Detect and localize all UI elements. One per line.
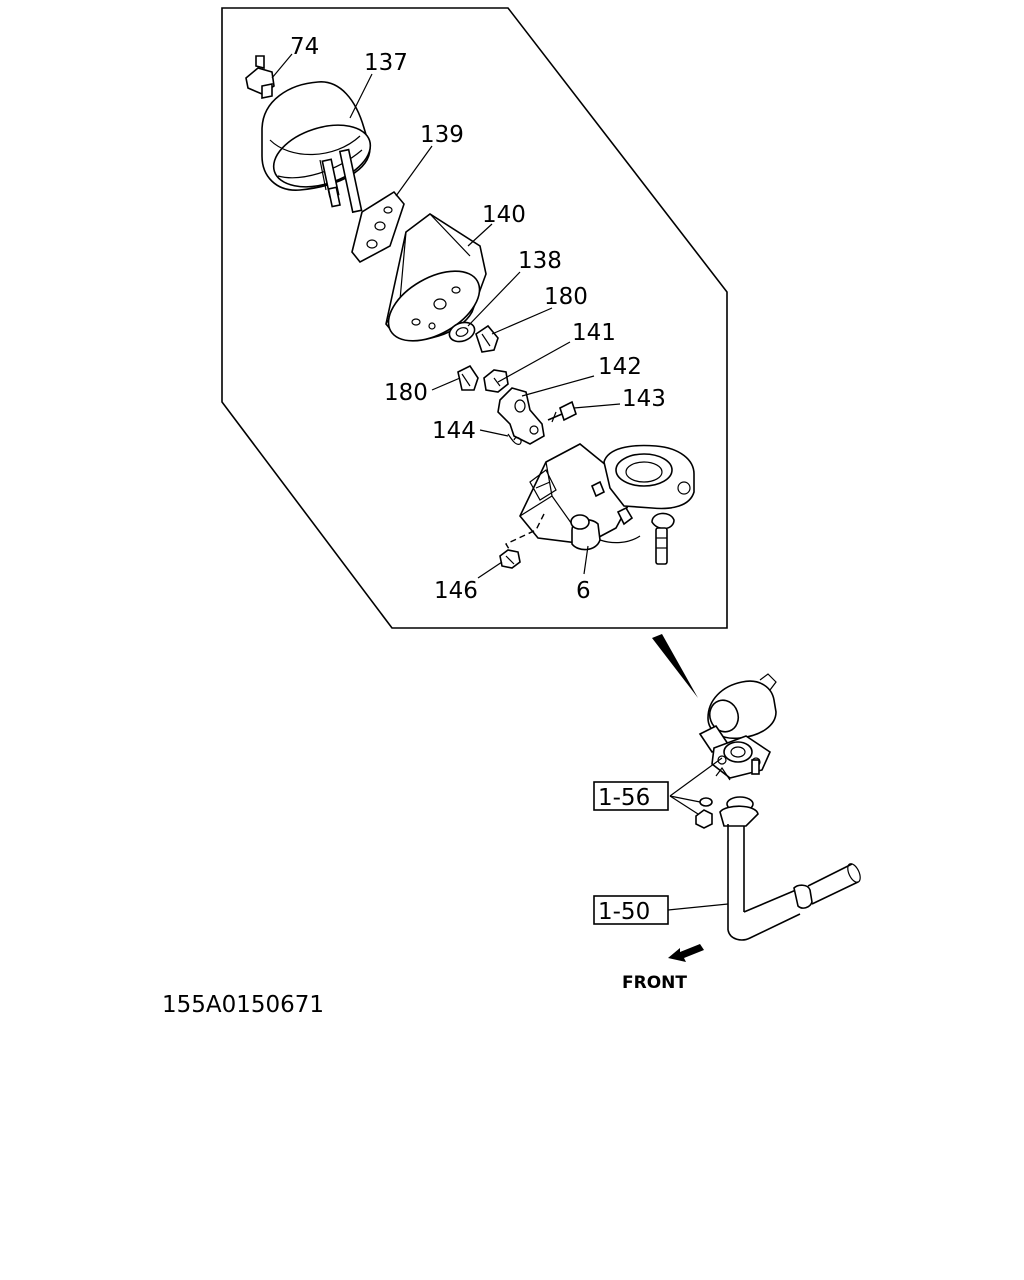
part-180-spacer-upper — [475, 324, 499, 353]
ref-1-50-label: 1-50 — [598, 899, 650, 925]
callout-137: 137 — [364, 50, 408, 76]
ref-1-56-fasteners — [669, 757, 723, 829]
part-146-nut — [499, 513, 545, 569]
callout-144: 144 — [432, 418, 476, 444]
ref-1-56-label: 1-56 — [598, 785, 650, 811]
front-arrow-icon — [668, 944, 704, 962]
callout-142: 142 — [598, 354, 642, 380]
installed-actuator-view — [698, 673, 777, 781]
part-140-bracket — [385, 213, 487, 342]
part-141-nut — [483, 369, 509, 393]
part-142-lever — [497, 387, 545, 445]
callout-143: 143 — [622, 386, 666, 412]
callout-141: 141 — [572, 320, 616, 346]
exhaust-pipe — [667, 796, 861, 941]
drawing-code: 155A0150671 — [162, 992, 324, 1018]
front-label: FRONT — [622, 973, 687, 993]
ref-box-1-50[interactable]: 1-50 — [593, 895, 669, 925]
front-direction-indicator: FRONT — [622, 944, 704, 993]
detail-frame — [221, 7, 728, 629]
callout-180-upper: 180 — [544, 284, 588, 310]
callout-74: 74 — [290, 34, 319, 60]
ref-box-1-56[interactable]: 1-56 — [593, 781, 669, 811]
callout-6: 6 — [576, 578, 591, 604]
detail-pointer-arrow — [652, 634, 698, 698]
callout-labels: 74 137 139 140 138 180 141 142 180 143 1… — [290, 34, 666, 604]
callout-180-lower: 180 — [384, 380, 428, 406]
part-137-actuator — [261, 81, 372, 214]
callout-139: 139 — [420, 122, 464, 148]
callout-140: 140 — [482, 202, 526, 228]
part-139-gasket — [351, 190, 405, 264]
part-144-spring-pin — [507, 433, 522, 445]
leader-lines — [271, 53, 621, 579]
callout-138: 138 — [518, 248, 562, 274]
part-74-fitting — [245, 55, 275, 99]
part-6-valve-body — [519, 443, 695, 565]
part-143-screw — [547, 400, 577, 423]
part-138-washer — [448, 321, 476, 343]
part-180-spacer-lower — [457, 364, 479, 391]
callout-146: 146 — [434, 578, 478, 604]
